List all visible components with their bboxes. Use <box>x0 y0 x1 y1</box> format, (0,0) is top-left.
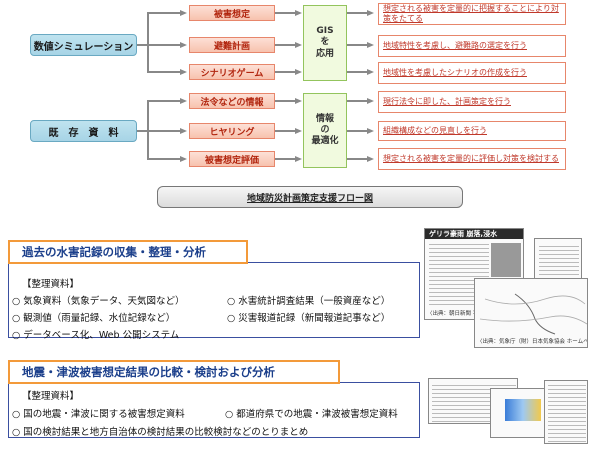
center-box-line: を <box>320 37 330 48</box>
connector-line <box>347 130 367 132</box>
section1-heading: 過去の水害記録の収集・整理・分析 <box>8 240 248 264</box>
connector-line <box>147 130 180 132</box>
section2-item: ○ 国の地震・津波に関する被害想定資料 <box>12 409 185 420</box>
center-box-line: 情報 <box>315 113 334 124</box>
result-text: 想定される被害を定量的に評価し対策を検討する <box>383 154 559 164</box>
result-box-legal-plan: 現行法令に即した、計画策定を行う <box>378 91 566 113</box>
arrow-icon <box>180 128 187 134</box>
section2-heading: 地震・津波被害想定結果の比較・検討および分析 <box>8 360 340 384</box>
arrow-icon <box>295 128 302 134</box>
process-box-hearing: ヒヤリング <box>189 123 275 139</box>
process-box-scenario-game: シナリオゲーム <box>189 64 275 80</box>
connector-line <box>275 44 295 46</box>
connector-line <box>147 44 180 46</box>
source-box-simulation: 数値シミュレーション <box>30 34 137 56</box>
report-table-lines <box>548 384 586 442</box>
section1-item: ○ 災害報道記録（新聞報道記事など） <box>227 313 391 324</box>
section2-item: ○ 都道府県での地震・津波被害想定資料 <box>225 409 398 420</box>
arrow-icon <box>180 42 187 48</box>
center-box-line: GIS <box>316 26 334 37</box>
section1-item: ○ 観測値（雨量記録、水位記録など） <box>12 313 176 324</box>
result-box-scenario: 地域性を考慮したシナリオの作成を行う <box>378 62 566 84</box>
arrow-icon <box>295 156 302 162</box>
result-box-evacuation-route: 地域特性を考慮し、避難路の選定を行う <box>378 35 566 57</box>
connector-line <box>275 158 295 160</box>
result-text: 組織構成などの見直しを行う <box>383 126 487 136</box>
arrow-icon <box>295 69 302 75</box>
newspaper-header: ゲリラ豪雨 崩落,浸水 <box>425 229 523 239</box>
arrow-icon <box>180 10 187 16</box>
section2-label: 【整理資料】 <box>22 391 80 402</box>
center-box-line: 最適化 <box>311 136 339 147</box>
connector-line <box>275 130 295 132</box>
center-box-gis: GIS を 応用 <box>303 5 347 81</box>
center-box-line: の <box>320 124 330 135</box>
connector-line <box>137 130 147 132</box>
result-text: 地域性を考慮したシナリオの作成を行う <box>383 68 527 78</box>
section2-item: ○ 国の検討結果と地方自治体の検討結果の比較検討などのとりまとめ <box>12 427 309 438</box>
connector-line <box>147 100 149 159</box>
section1-item: ○ 水害統計調査結果（一般資産など） <box>227 296 391 307</box>
arrow-icon <box>367 128 374 134</box>
newspaper-caption: 〈出典：朝日新聞 平成XX年X月X日〉 <box>427 311 521 317</box>
arrow-icon <box>180 69 187 75</box>
connector-line <box>347 100 367 102</box>
weather-map-caption: 〈出典：気象庁（財）日本気象協会 ホームページ掲載画像〉 <box>477 339 587 345</box>
result-box-organization: 組織構成などの見直しを行う <box>378 121 566 141</box>
center-box-line: 応用 <box>315 48 334 59</box>
connector-line <box>275 12 295 14</box>
arrow-icon <box>367 10 374 16</box>
connector-line <box>347 12 367 14</box>
result-text: 地域特性を考慮し、避難路の選定を行う <box>383 41 527 51</box>
section1-label: 【整理資料】 <box>22 279 80 290</box>
process-box-damage-estimation: 被害想定 <box>189 5 275 21</box>
connector-line <box>147 71 180 73</box>
section1-item: ○ 気象資料（気象データ、天気図など） <box>12 296 185 307</box>
arrow-icon <box>367 69 374 75</box>
weather-map-thumbnail: 〈出典：気象庁（財）日本気象協会 ホームページ掲載画像〉 <box>474 278 588 348</box>
connector-line <box>147 158 180 160</box>
report-map-image <box>505 399 541 421</box>
connector-line <box>347 44 367 46</box>
arrow-icon <box>180 156 187 162</box>
connector-line <box>147 100 180 102</box>
connector-line <box>347 71 367 73</box>
connector-line <box>147 12 149 72</box>
connector-line <box>137 44 147 46</box>
result-box-damage-evaluation: 想定される被害を定量的に評価し対策を検討する <box>378 148 566 170</box>
arrow-icon <box>295 10 302 16</box>
section1-item: ○ データベース化、Web 公開システム <box>12 330 180 341</box>
connector-line <box>147 12 180 14</box>
arrow-icon <box>295 98 302 104</box>
flow-title: 地域防災計画策定支援フロー図 <box>157 186 463 208</box>
weather-map-drawing <box>479 293 587 335</box>
result-text: 現行法令に即した、計画策定を行う <box>383 97 511 107</box>
process-box-legal-info: 法令などの情報 <box>189 93 275 109</box>
arrow-icon <box>367 42 374 48</box>
result-text: 想定される被害を定量的に把握することにより対策をたてる <box>383 4 559 23</box>
arrow-icon <box>367 156 374 162</box>
source-box-existing-materials: 既 存 資 料 <box>30 120 137 142</box>
connector-line <box>275 71 295 73</box>
result-box-damage-measures: 想定される被害を定量的に把握することにより対策をたてる <box>378 3 566 25</box>
newspaper-thumbnail: ゲリラ豪雨 崩落,浸水 〈出典：朝日新聞 平成XX年X月X日〉 <box>424 228 524 320</box>
section1-panel <box>8 262 420 338</box>
connector-line <box>275 100 295 102</box>
section2-panel <box>8 382 420 438</box>
center-box-info-optimization: 情報 の 最適化 <box>303 93 347 168</box>
report-table-thumbnail <box>544 380 588 444</box>
connector-line <box>347 158 367 160</box>
arrow-icon <box>367 98 374 104</box>
newspaper-photo <box>491 243 521 277</box>
process-box-evacuation-plan: 避難計画 <box>189 37 275 53</box>
process-box-damage-evaluation: 被害想定評価 <box>189 151 275 167</box>
arrow-icon <box>295 42 302 48</box>
arrow-icon <box>180 98 187 104</box>
